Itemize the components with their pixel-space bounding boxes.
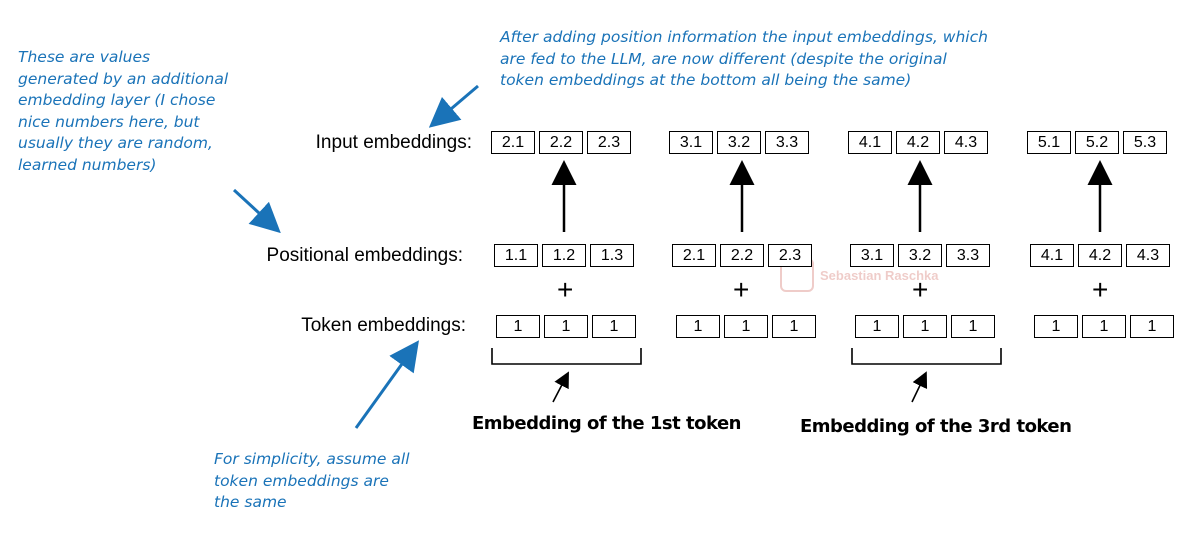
token-vector-4: 1 1 1 <box>1034 315 1174 338</box>
vector-cell: 5.1 <box>1027 131 1071 154</box>
positional-vector-2: 2.1 2.2 2.3 <box>672 244 812 267</box>
positional-vector-4: 4.1 4.2 4.3 <box>1030 244 1170 267</box>
vector-cell: 3.1 <box>850 244 894 267</box>
row-label-token: Token embeddings: <box>301 315 466 336</box>
bracket-3rd-token <box>851 348 1002 365</box>
vector-cell: 1 <box>1130 315 1174 338</box>
vector-cell: 1 <box>1082 315 1126 338</box>
note-top: After adding position information the in… <box>500 28 988 89</box>
vector-cell: 4.1 <box>1030 244 1074 267</box>
vector-cell: 1 <box>855 315 899 338</box>
caption-arrow-3 <box>911 371 928 403</box>
note-top-arrow <box>428 84 479 128</box>
input-vector-4: 5.1 5.2 5.3 <box>1027 131 1167 154</box>
vector-cell: 5.3 <box>1123 131 1167 154</box>
vector-cell: 1 <box>903 315 947 338</box>
vector-cell: 1 <box>724 315 768 338</box>
vector-cell: 3.2 <box>717 131 761 154</box>
vector-cell: 3.3 <box>765 131 809 154</box>
vector-cell: 2.2 <box>539 131 583 154</box>
vector-cell: 4.1 <box>848 131 892 154</box>
positional-vector-3: 3.1 3.2 3.3 <box>850 244 990 267</box>
vector-cell: 1 <box>951 315 995 338</box>
vector-cell: 2.3 <box>768 244 812 267</box>
token-vector-1: 1 1 1 <box>496 315 636 338</box>
bracket-1st-token <box>491 348 642 365</box>
vector-cell: 1 <box>496 315 540 338</box>
plus-sign-2: + <box>733 274 750 305</box>
input-vector-3: 4.1 4.2 4.3 <box>848 131 988 154</box>
vector-cell: 5.2 <box>1075 131 1119 154</box>
token-vector-2: 1 1 1 <box>676 315 816 338</box>
plus-sign-4: + <box>1092 274 1109 305</box>
note-bottom: For simplicity, assume all token embeddi… <box>214 450 410 511</box>
vector-cell: 3.3 <box>946 244 990 267</box>
caption-3rd-token: Embedding of the 3rd token <box>800 416 1072 437</box>
token-vector-3: 1 1 1 <box>855 315 995 338</box>
vector-cell: 1 <box>544 315 588 338</box>
positional-vector-1: 1.1 1.2 1.3 <box>494 244 634 267</box>
caption-arrow-1 <box>552 371 569 403</box>
note-left: These are values generated by an additio… <box>18 48 229 174</box>
vector-cell: 1 <box>676 315 720 338</box>
vector-cell: 2.2 <box>720 244 764 267</box>
caption-1st-token: Embedding of the 1st token <box>472 413 742 434</box>
vector-cell: 2.3 <box>587 131 631 154</box>
vector-cell: 3.1 <box>669 131 713 154</box>
input-vector-2: 3.1 3.2 3.3 <box>669 131 809 154</box>
vector-cell: 2.1 <box>672 244 716 267</box>
vector-cell: 2.1 <box>491 131 535 154</box>
watermark-text: Sebastian Raschka <box>820 267 939 283</box>
plus-sign-1: + <box>557 274 574 305</box>
vector-cell: 1 <box>592 315 636 338</box>
vector-cell: 1.1 <box>494 244 538 267</box>
vector-cell: 4.2 <box>1078 244 1122 267</box>
vector-cell: 1 <box>1034 315 1078 338</box>
vector-cell: 4.3 <box>944 131 988 154</box>
vector-cell: 4.3 <box>1126 244 1170 267</box>
vector-cell: 1.2 <box>542 244 586 267</box>
vector-cell: 1.3 <box>590 244 634 267</box>
input-vector-1: 2.1 2.2 2.3 <box>491 131 631 154</box>
vector-cell: 3.2 <box>898 244 942 267</box>
vector-cell: 4.2 <box>896 131 940 154</box>
row-label-input: Input embeddings: <box>315 132 472 153</box>
vector-cell: 1 <box>772 315 816 338</box>
plus-sign-3: + <box>912 274 929 305</box>
row-label-positional: Positional embeddings: <box>266 245 463 266</box>
note-left-arrow <box>232 188 281 234</box>
note-bottom-arrow <box>354 340 419 429</box>
